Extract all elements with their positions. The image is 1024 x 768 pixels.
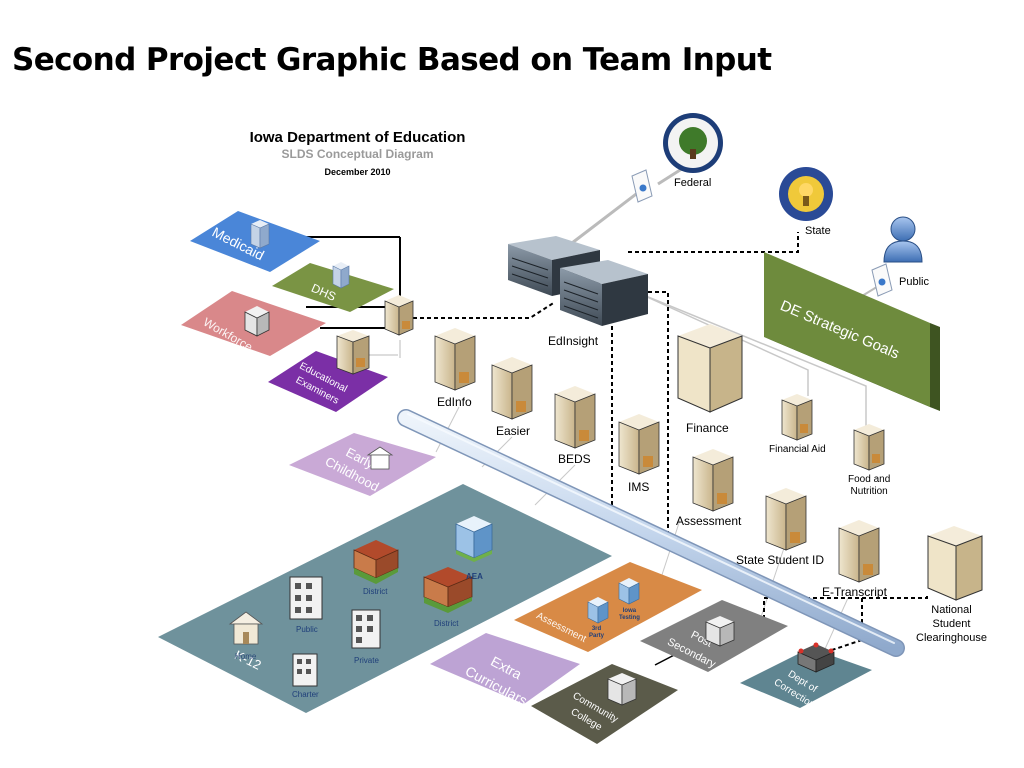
diagram-header: Iowa Department of Education SLDS Concep… (230, 129, 485, 177)
third-party-line-1: 3rd (591, 626, 602, 632)
edinsight-label: EdInsight (548, 334, 599, 348)
ims-label: IMS (628, 480, 650, 494)
house-icon-early-childhood (366, 446, 394, 470)
server-icon-assessment (692, 449, 734, 512)
iowa-testing-line-1: Iowa (622, 608, 637, 614)
building-icon-community-college (607, 673, 637, 706)
prison-icon-correction (797, 642, 835, 673)
building-icon-iowa-testing (618, 578, 640, 605)
building-icon-charter (292, 653, 318, 687)
clearinghouse-line-2: Student (932, 618, 971, 630)
connectors (288, 163, 886, 666)
third-party-line-2: Party (589, 633, 605, 639)
server-icon-food-nutrition (853, 424, 885, 471)
source-state-label: State (805, 225, 831, 237)
source-federal-label: Federal (674, 177, 712, 189)
server-icon-etranscript (838, 520, 880, 583)
k12-home-label: Home (235, 652, 257, 661)
slide-title: Second Project Graphic Based on Team Inp… (12, 42, 772, 78)
clearinghouse-line-3: Clearinghouse (916, 632, 987, 644)
state-seal-icon (779, 167, 833, 221)
server-icons (336, 295, 885, 583)
building-icon-workforce (244, 306, 270, 337)
building-icon-third-party (587, 597, 609, 624)
k12-private-label: Private (354, 656, 379, 665)
finance-label: Finance (686, 421, 729, 435)
school-icon-district-1 (353, 540, 399, 584)
building-icon-medicaid (250, 220, 270, 249)
k12-region: K-12 (158, 484, 612, 713)
financial-aid-label: Financial Aid (769, 444, 826, 455)
edinfo-label: EdInfo (437, 395, 472, 409)
server-icon-edinfo (434, 328, 476, 391)
edinsight-server-rack (508, 236, 648, 326)
agency-tiles (181, 211, 436, 496)
person-icon (883, 216, 923, 263)
finance-cabinet (677, 324, 743, 413)
diagram-date: December 2010 (324, 167, 391, 177)
building-icon-public (289, 576, 323, 620)
state-student-id-label: State Student ID (736, 553, 825, 567)
federal-seal-icon (663, 113, 723, 173)
building-icon-post-secondary (705, 616, 735, 647)
k12-charter-label: Charter (292, 690, 319, 699)
lower-tiles (430, 562, 872, 744)
iowa-testing-line-2: Testing (619, 615, 640, 621)
server-icon-agency-hub (384, 295, 414, 336)
org-title: Iowa Department of Education (249, 129, 466, 146)
diagram-subtitle: SLDS Conceptual Diagram (281, 147, 434, 161)
building-icons (228, 220, 835, 706)
beds-label: BEDS (558, 452, 591, 466)
document-icon-federal (631, 169, 653, 203)
k12-aea-label: AEA (466, 572, 483, 581)
building-icon-dhs (332, 262, 350, 289)
server-icon-ims (618, 414, 660, 475)
school-icon-district-2 (423, 567, 473, 613)
server-icon-financial-aid (781, 394, 813, 441)
house-icon-home (228, 611, 264, 645)
document-icon-public (871, 263, 893, 297)
easier-label: Easier (496, 424, 531, 438)
k12-district-label-2: District (434, 619, 459, 628)
assessment-label: Assessment (676, 514, 742, 528)
clearinghouse-line-1: National (931, 604, 972, 616)
clearinghouse-cabinet (927, 526, 983, 601)
server-icon-beds (554, 386, 596, 449)
source-public-label: Public (899, 276, 929, 288)
food-nutrition-label: Food and Nutrition (848, 474, 890, 498)
clearinghouse-label: National Student Clearinghouse (916, 603, 987, 645)
third-party-label: 3rd Party (589, 626, 604, 640)
k12-district-label-1: District (363, 587, 388, 596)
server-icon-state-student-id (765, 488, 807, 551)
etranscript-label: E-Transcript (822, 585, 887, 599)
building-icon-private (351, 609, 381, 649)
iowa-testing-label: Iowa Testing (619, 608, 640, 622)
data-pipe (397, 409, 905, 657)
k12-public-label: Public (296, 625, 318, 634)
server-icon-easier (491, 357, 533, 420)
food-nutrition-line-2: Nutrition (850, 486, 888, 497)
server-icon-examiners (336, 330, 370, 375)
food-nutrition-line-1: Food and (848, 474, 891, 485)
building-icon-aea (455, 516, 493, 562)
